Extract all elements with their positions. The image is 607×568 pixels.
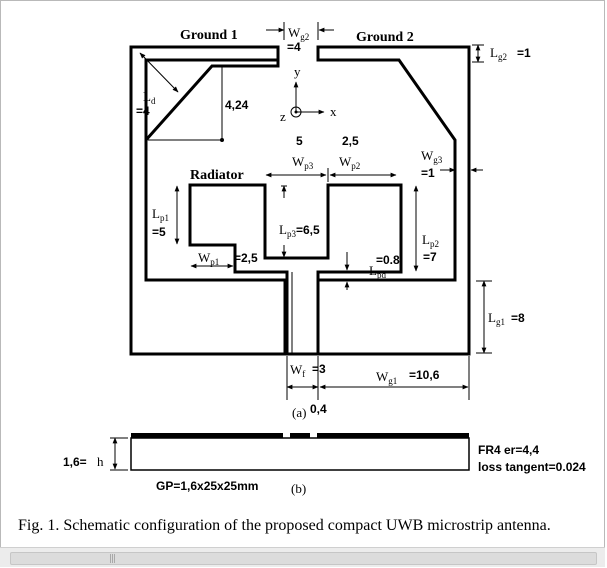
top-metal-left [131, 433, 283, 438]
lp1-value: =5 [152, 225, 166, 239]
wp1-value: =2,5 [234, 251, 258, 265]
horizontal-scrollbar[interactable]: ||| [0, 547, 605, 567]
ground2-label: Ground 2 [356, 30, 414, 45]
wg2-label: Wg2 [288, 25, 309, 42]
dim-424: 4,24 [225, 98, 249, 112]
axis-x-label: x [330, 104, 337, 119]
lg2-value: =1 [517, 46, 531, 60]
top-metal-feed [290, 433, 310, 438]
ld-value: =4 [136, 104, 150, 118]
ground1-chamfer [144, 60, 280, 141]
figure-caption: Fig. 1. Schematic configuration of the p… [18, 517, 551, 534]
top-metal-right [317, 433, 469, 438]
wf-label: Wf [290, 362, 305, 379]
axis-y-label: y [294, 64, 301, 79]
wg3-label: Wg3 [421, 148, 443, 165]
ld-label: Ld [143, 89, 156, 106]
lp3-label: Lp3=6,5 [279, 222, 320, 239]
lpd-label: Lpd [369, 263, 386, 280]
wf-value: =3 [312, 362, 326, 376]
wg1-value: =10,6 [409, 368, 440, 382]
scrollbar-grip-icon: ||| [109, 554, 116, 564]
radiator-outline [188, 183, 403, 356]
wp2-label: Wp2 [339, 154, 360, 171]
panel-b-label: (b) [291, 481, 306, 496]
lp2-label: Lp2 [422, 232, 439, 249]
value-0-4: 0,4 [310, 402, 327, 416]
wg3-value: =1 [421, 166, 435, 180]
scrollbar-thumb[interactable]: ||| [10, 552, 597, 565]
wg2-value: =4 [287, 40, 301, 54]
value-5: 5 [296, 134, 303, 148]
lg1-value: =8 [511, 311, 525, 325]
loss-tangent-label: loss tangent=0.024 [478, 460, 586, 474]
fr4-label: FR4 er=4,4 [478, 443, 539, 457]
wg1-label: Wg1 [376, 369, 397, 386]
substrate [130, 437, 470, 471]
wp1-label: Wp1 [198, 250, 219, 267]
value-2-5: 2,5 [342, 134, 359, 148]
ground1-outline [129, 45, 287, 356]
gp-label: GP=1,6x25x25mm [156, 479, 258, 493]
ground1-label: Ground 1 [180, 28, 238, 43]
wp3-label: Wp3 [292, 154, 314, 171]
lg1-label: Lg1 [488, 310, 505, 327]
lp2-value: =7 [423, 250, 437, 264]
ground2-outline [316, 45, 471, 356]
h-label: h [97, 454, 104, 469]
panel-a-label: (a) [292, 405, 306, 420]
axis-z-label: z [280, 109, 286, 124]
h-value: 1,6= [63, 455, 87, 469]
lp1-label: Lp1 [152, 206, 169, 223]
radiator-label: Radiator [190, 168, 244, 183]
lg2-label: Lg2 [490, 45, 507, 62]
lpd-value: =0.8 [376, 253, 400, 267]
